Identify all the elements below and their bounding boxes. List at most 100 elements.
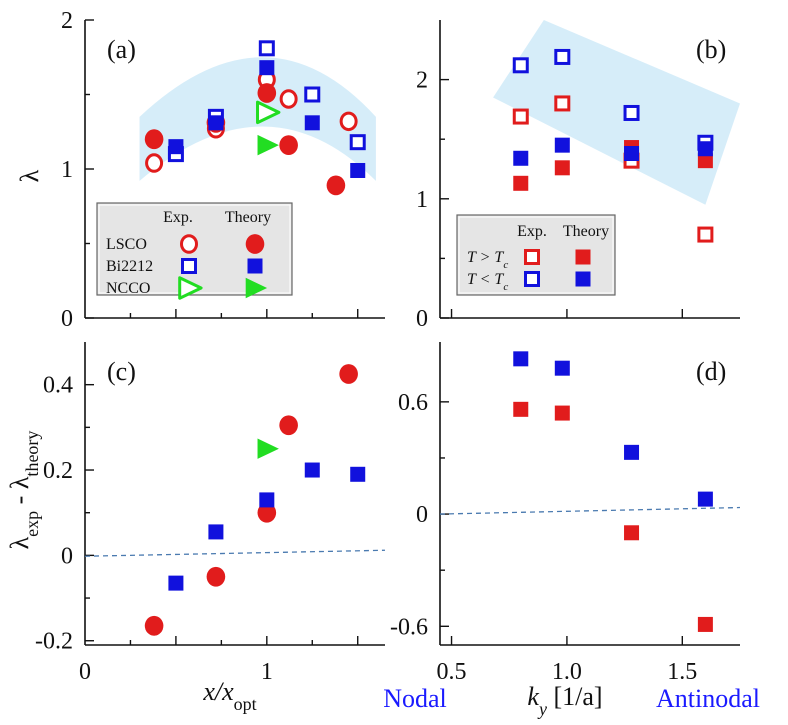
- y-tick-label: 0: [416, 502, 428, 528]
- data-point: [257, 134, 279, 156]
- data-point: [326, 175, 346, 196]
- legend-label: LSCO: [106, 236, 147, 253]
- legend-marker-exp: [178, 276, 203, 300]
- legend-header-exp: Exp.: [163, 209, 193, 226]
- data-point: [554, 360, 570, 376]
- data-point: [513, 401, 529, 417]
- data-point: [208, 115, 224, 131]
- y-tick-label: 2: [416, 68, 428, 94]
- data-point: [554, 137, 570, 153]
- data-point: [350, 162, 366, 178]
- data-point: [513, 150, 529, 166]
- y-tick-label: 1: [416, 187, 428, 213]
- legend-label: NCCO: [106, 280, 150, 297]
- legend-marker-exp: [180, 234, 198, 254]
- data-point: [339, 111, 358, 132]
- legend-header-theory: Theory: [225, 209, 271, 226]
- x-axis-title-sub: y: [537, 699, 547, 719]
- x-tick-label: 1.5: [667, 659, 697, 685]
- data-point: [554, 95, 571, 112]
- data-point: [257, 438, 279, 459]
- data-point: [339, 364, 358, 384]
- data-point: [279, 135, 298, 156]
- data-point: [168, 139, 184, 155]
- legend-label-text: T > T: [467, 249, 504, 266]
- x-axis-title-c: x/xopt: [202, 677, 256, 714]
- x-axis-title-main: k: [527, 682, 539, 711]
- data-point: [513, 351, 529, 367]
- legend-header-theory: Theory: [563, 223, 609, 240]
- legend-label-sub: c: [503, 281, 508, 293]
- panel-label: (c): [107, 357, 136, 386]
- data-point: [350, 466, 366, 482]
- y-tick-label: 0.4: [43, 373, 73, 399]
- zero-reference-line: [439, 506, 741, 515]
- x-axis-title-main: x/x: [202, 677, 234, 706]
- data-point: [304, 115, 320, 131]
- data-point: [206, 566, 226, 587]
- legend-label: T > Tc: [467, 249, 508, 271]
- data-point: [513, 175, 529, 191]
- y-tick-label: 0.6: [398, 390, 428, 416]
- data-point: [624, 146, 640, 162]
- data-point: [144, 129, 164, 150]
- y-tick-label: -0.6: [390, 614, 428, 640]
- legend-highlight: [458, 216, 614, 294]
- data-point: [257, 502, 277, 523]
- legend-marker-theory: [575, 249, 591, 265]
- legend-marker-theory: [245, 234, 265, 254]
- panel-label: (a): [107, 35, 136, 64]
- panel-d: -0.6 0 0.6 0.5 1.0 1.5 (d): [390, 342, 741, 685]
- legend-marker-theory: [247, 258, 263, 274]
- nodal-annotation: Nodal: [383, 684, 447, 713]
- data-point: [697, 226, 714, 243]
- data-point: [624, 525, 640, 541]
- data-point: [279, 415, 298, 436]
- y-tick-label: 0: [416, 306, 428, 332]
- y-tick-label: 2: [61, 8, 73, 34]
- legend-highlight: [98, 204, 291, 294]
- y-tick-label: -0.2: [35, 629, 73, 655]
- x-tick-label: 0.5: [437, 659, 467, 685]
- data-point: [208, 524, 224, 540]
- data-point: [512, 57, 529, 74]
- shaded-band: [493, 20, 740, 205]
- legend-marker-exp: [524, 249, 540, 265]
- data-point: [623, 104, 640, 121]
- data-point: [304, 462, 320, 478]
- data-point: [259, 60, 275, 76]
- x-tick-label: 1: [261, 659, 273, 685]
- legend-marker-exp: [524, 271, 540, 287]
- data-point: [144, 615, 164, 636]
- y-tick-label: 0.2: [43, 458, 73, 484]
- zero-reference-line: [84, 549, 386, 557]
- y-axis-title-part: - λ: [5, 476, 34, 511]
- legend-label-sub: c: [503, 259, 508, 271]
- y-axis-title-a: λ: [15, 169, 44, 182]
- legend-marker-exp: [181, 258, 197, 274]
- y-tick-label: 0: [61, 306, 73, 332]
- data-point: [259, 492, 275, 508]
- x-axis-title-d: ky [1/a]: [527, 682, 602, 719]
- panel-label: (b): [696, 35, 726, 64]
- x-tick-label: 1.0: [552, 659, 582, 685]
- data-point: [554, 160, 570, 176]
- legend-label-text: T < T: [467, 271, 504, 288]
- y-axis-title-c: λexp - λtheory: [5, 431, 42, 550]
- legend-header-exp: Exp.: [517, 223, 547, 240]
- antinodal-annotation: Antinodal: [656, 684, 760, 713]
- y-tick-label: 1: [61, 157, 73, 183]
- data-point: [279, 89, 298, 109]
- data-point: [697, 616, 713, 632]
- panel-label: (d): [696, 357, 726, 386]
- x-tick-label: 0: [79, 659, 91, 685]
- data-point: [258, 40, 275, 57]
- y-axis-title-part: exp: [22, 511, 42, 537]
- data-point: [697, 141, 713, 157]
- legend-marker-theory: [245, 277, 268, 299]
